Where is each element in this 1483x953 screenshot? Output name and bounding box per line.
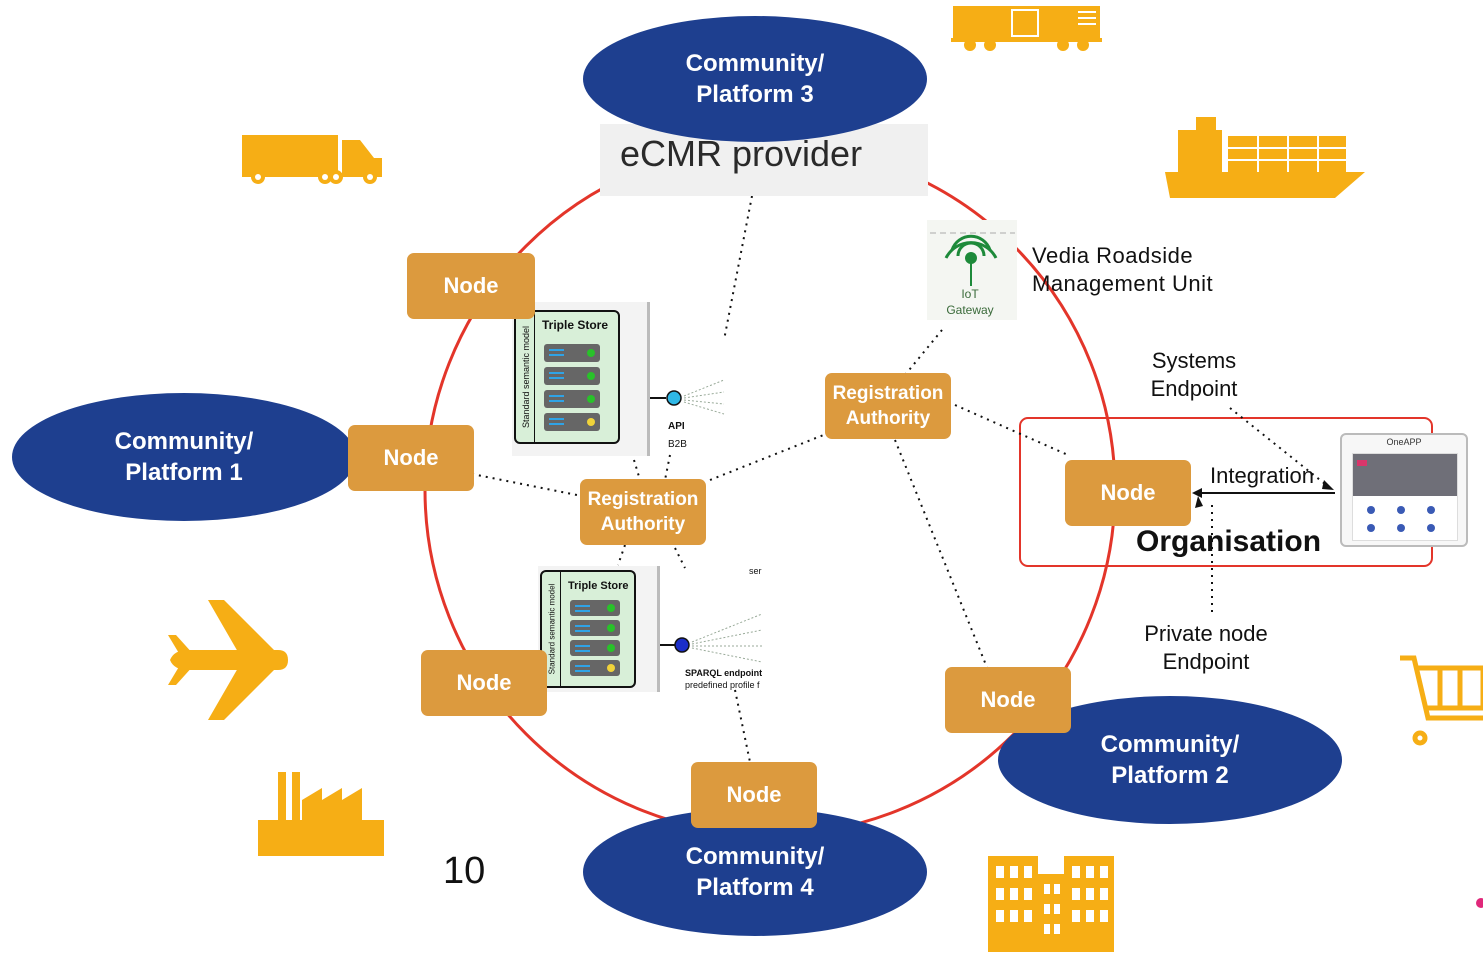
- ser-label: ser: [749, 566, 762, 576]
- community-platform-1-label: Community/ Platform 1: [114, 428, 254, 486]
- triple-store-title: Triple Store: [542, 318, 609, 332]
- sparql-endpoint-label: SPARQL endpoint: [685, 668, 763, 678]
- server-slot: [570, 660, 620, 676]
- factory-icon: [258, 772, 384, 856]
- triple-store-bottom: Standard semantic model Triple Store: [540, 570, 636, 688]
- organisation-label: Organisation: [1136, 525, 1322, 558]
- server-slot: [570, 640, 620, 656]
- triple-store-title: Triple Store: [568, 580, 629, 592]
- dotted-connectors: [471, 195, 1331, 763]
- building-icon: [988, 856, 1114, 952]
- airplane-icon: [168, 600, 288, 720]
- integration-label: Integration: [1210, 463, 1314, 488]
- vedia-label: Vedia Roadside Management Unit: [1032, 243, 1214, 296]
- community-platform-2: Community/ Platform 2: [998, 696, 1342, 824]
- private-endpoint-arrowhead: [1195, 496, 1203, 508]
- page-number: 10: [443, 850, 486, 892]
- oneapp-window: OneAPP: [1340, 433, 1468, 547]
- iot-label: IoT: [961, 287, 979, 301]
- node-organisation: Node: [1065, 460, 1191, 526]
- oneapp-screen: [1352, 453, 1458, 541]
- gateway-label: Gateway: [946, 303, 994, 317]
- ship-icon: [1165, 117, 1365, 198]
- shopping-cart-icon: [1400, 655, 1483, 746]
- predefined-profile-label: predefined profile f: [685, 680, 760, 690]
- b2b-label: B2B: [668, 439, 687, 450]
- node-bottom-right: Node: [945, 667, 1071, 733]
- community-platform-1: Community/ Platform 1: [12, 393, 356, 521]
- registration-authority-center-label: Registration Authority: [587, 489, 699, 535]
- server-slot: [544, 344, 600, 362]
- systems-endpoint-arrowhead: [1322, 480, 1334, 490]
- community-platform-3: Community/ Platform 3: [583, 16, 927, 142]
- triple-store-top: Standard semantic model Triple Store: [514, 310, 620, 444]
- iot-antenna-icon: [927, 220, 1017, 320]
- node-top-left: Node: [407, 253, 535, 319]
- integration-arrow: [1192, 488, 1335, 498]
- systems-endpoint-label: Systems Endpoint: [1150, 348, 1238, 401]
- semantic-model-label: Standard semantic model: [547, 583, 557, 675]
- train-icon: [951, 6, 1102, 51]
- api-label: API: [668, 421, 685, 432]
- semantic-model-label: Standard semantic model: [521, 325, 531, 429]
- community-platform-2-label: Community/ Platform 2: [1100, 731, 1240, 789]
- oneapp-title: OneAPP: [1386, 437, 1422, 447]
- registration-authority-center: Registration Authority: [580, 479, 706, 545]
- pink-dot: [1476, 898, 1483, 908]
- private-node-endpoint-label: Private node Endpoint: [1144, 621, 1268, 674]
- api-endpoint-dot: [666, 390, 682, 406]
- registration-authority-right: Registration Authority: [825, 373, 951, 439]
- sparql-endpoint-dot: [674, 637, 690, 653]
- server-slot: [570, 620, 620, 636]
- server-slot: [544, 390, 600, 408]
- node-left: Node: [348, 425, 474, 491]
- community-platform-4: Community/ Platform 4: [583, 808, 927, 936]
- server-slot: [544, 367, 600, 385]
- community-platform-4-label: Community/ Platform 4: [685, 843, 825, 901]
- node-bottom-left: Node: [421, 650, 547, 716]
- community-platform-3-label: Community/ Platform 3: [685, 50, 825, 108]
- registration-authority-right-label: Registration Authority: [832, 383, 944, 429]
- truck-icon: [242, 135, 382, 184]
- node-bottom: Node: [691, 762, 817, 828]
- server-slot: [544, 413, 600, 431]
- server-slot: [570, 600, 620, 616]
